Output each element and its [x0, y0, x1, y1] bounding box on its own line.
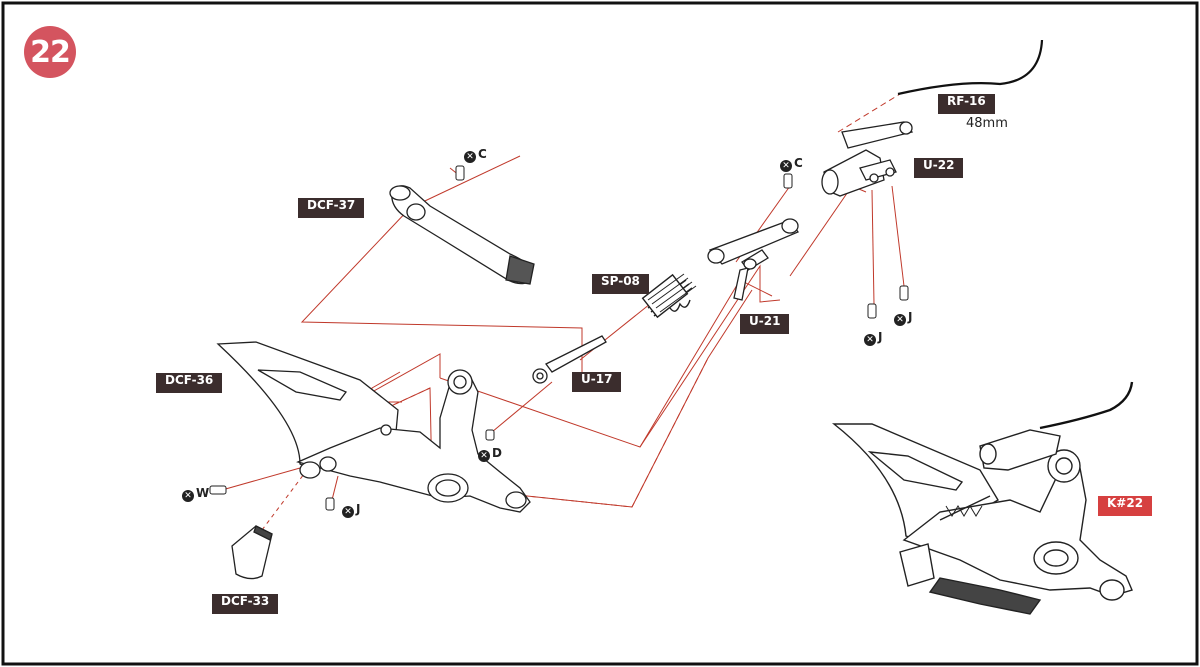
label-dcf33: DCF-33 — [212, 594, 279, 614]
completed-assembly-illustration — [831, 381, 1134, 615]
label-sp08: SP-08 — [592, 274, 649, 294]
part-u22-master-cylinder — [821, 121, 914, 197]
screw-d — [485, 429, 495, 441]
part-u17-rod — [532, 335, 607, 384]
fastener-j-left: ✕J — [342, 502, 360, 518]
fastener-w-label: W — [196, 486, 210, 500]
label-kit-ref: K#22 — [1098, 496, 1153, 516]
fastener-c-right-label: C — [794, 156, 803, 170]
label-u22: U-22 — [914, 158, 964, 178]
part-dcf37-lever — [389, 185, 535, 285]
x-mark-icon: ✕ — [478, 450, 490, 462]
fastener-j-left-label: J — [356, 502, 361, 516]
fastener-c-top: ✕C — [464, 147, 487, 163]
fastener-j-lower: ✕J — [864, 330, 882, 346]
x-mark-icon: ✕ — [182, 490, 194, 502]
x-mark-icon: ✕ — [894, 314, 906, 326]
label-dcf36: DCF-36 — [156, 373, 223, 393]
screws — [209, 165, 909, 511]
screw-j-left — [325, 497, 335, 511]
screw-c-right — [783, 173, 793, 189]
part-sp08-spring — [641, 273, 697, 319]
x-mark-icon: ✕ — [464, 151, 476, 163]
screw-j-upper — [899, 285, 909, 301]
fastener-j-upper-label: J — [908, 310, 913, 324]
step-number-badge: 22 — [24, 26, 76, 78]
fastener-d-label: D — [492, 446, 502, 460]
x-mark-icon: ✕ — [864, 334, 876, 346]
label-rf16-length: 48mm — [966, 116, 1008, 131]
screw-w — [209, 485, 227, 495]
fastener-j-lower-label: J — [878, 330, 883, 344]
fastener-c-right: ✕C — [780, 156, 803, 172]
x-mark-icon: ✕ — [780, 160, 792, 172]
screw-j-lower — [867, 303, 877, 319]
screw-c-top — [455, 165, 465, 181]
fastener-j-upper: ✕J — [894, 310, 912, 326]
part-u21-linkage — [707, 218, 799, 301]
part-dcf33-peg — [231, 525, 273, 580]
fastener-w: ✕W — [182, 486, 209, 502]
label-rf16: RF-16 — [938, 94, 995, 114]
label-u21: U-21 — [740, 314, 790, 334]
x-mark-icon: ✕ — [342, 506, 354, 518]
assembly-guide-lines — [221, 93, 905, 531]
fastener-c-top-label: C — [478, 147, 487, 161]
label-dcf37: DCF-37 — [298, 198, 365, 218]
label-u17: U-17 — [572, 372, 622, 392]
part-rf16-hose — [897, 39, 1044, 96]
part-dcf36-heel-plate — [216, 341, 399, 471]
fastener-d: ✕D — [478, 446, 502, 462]
